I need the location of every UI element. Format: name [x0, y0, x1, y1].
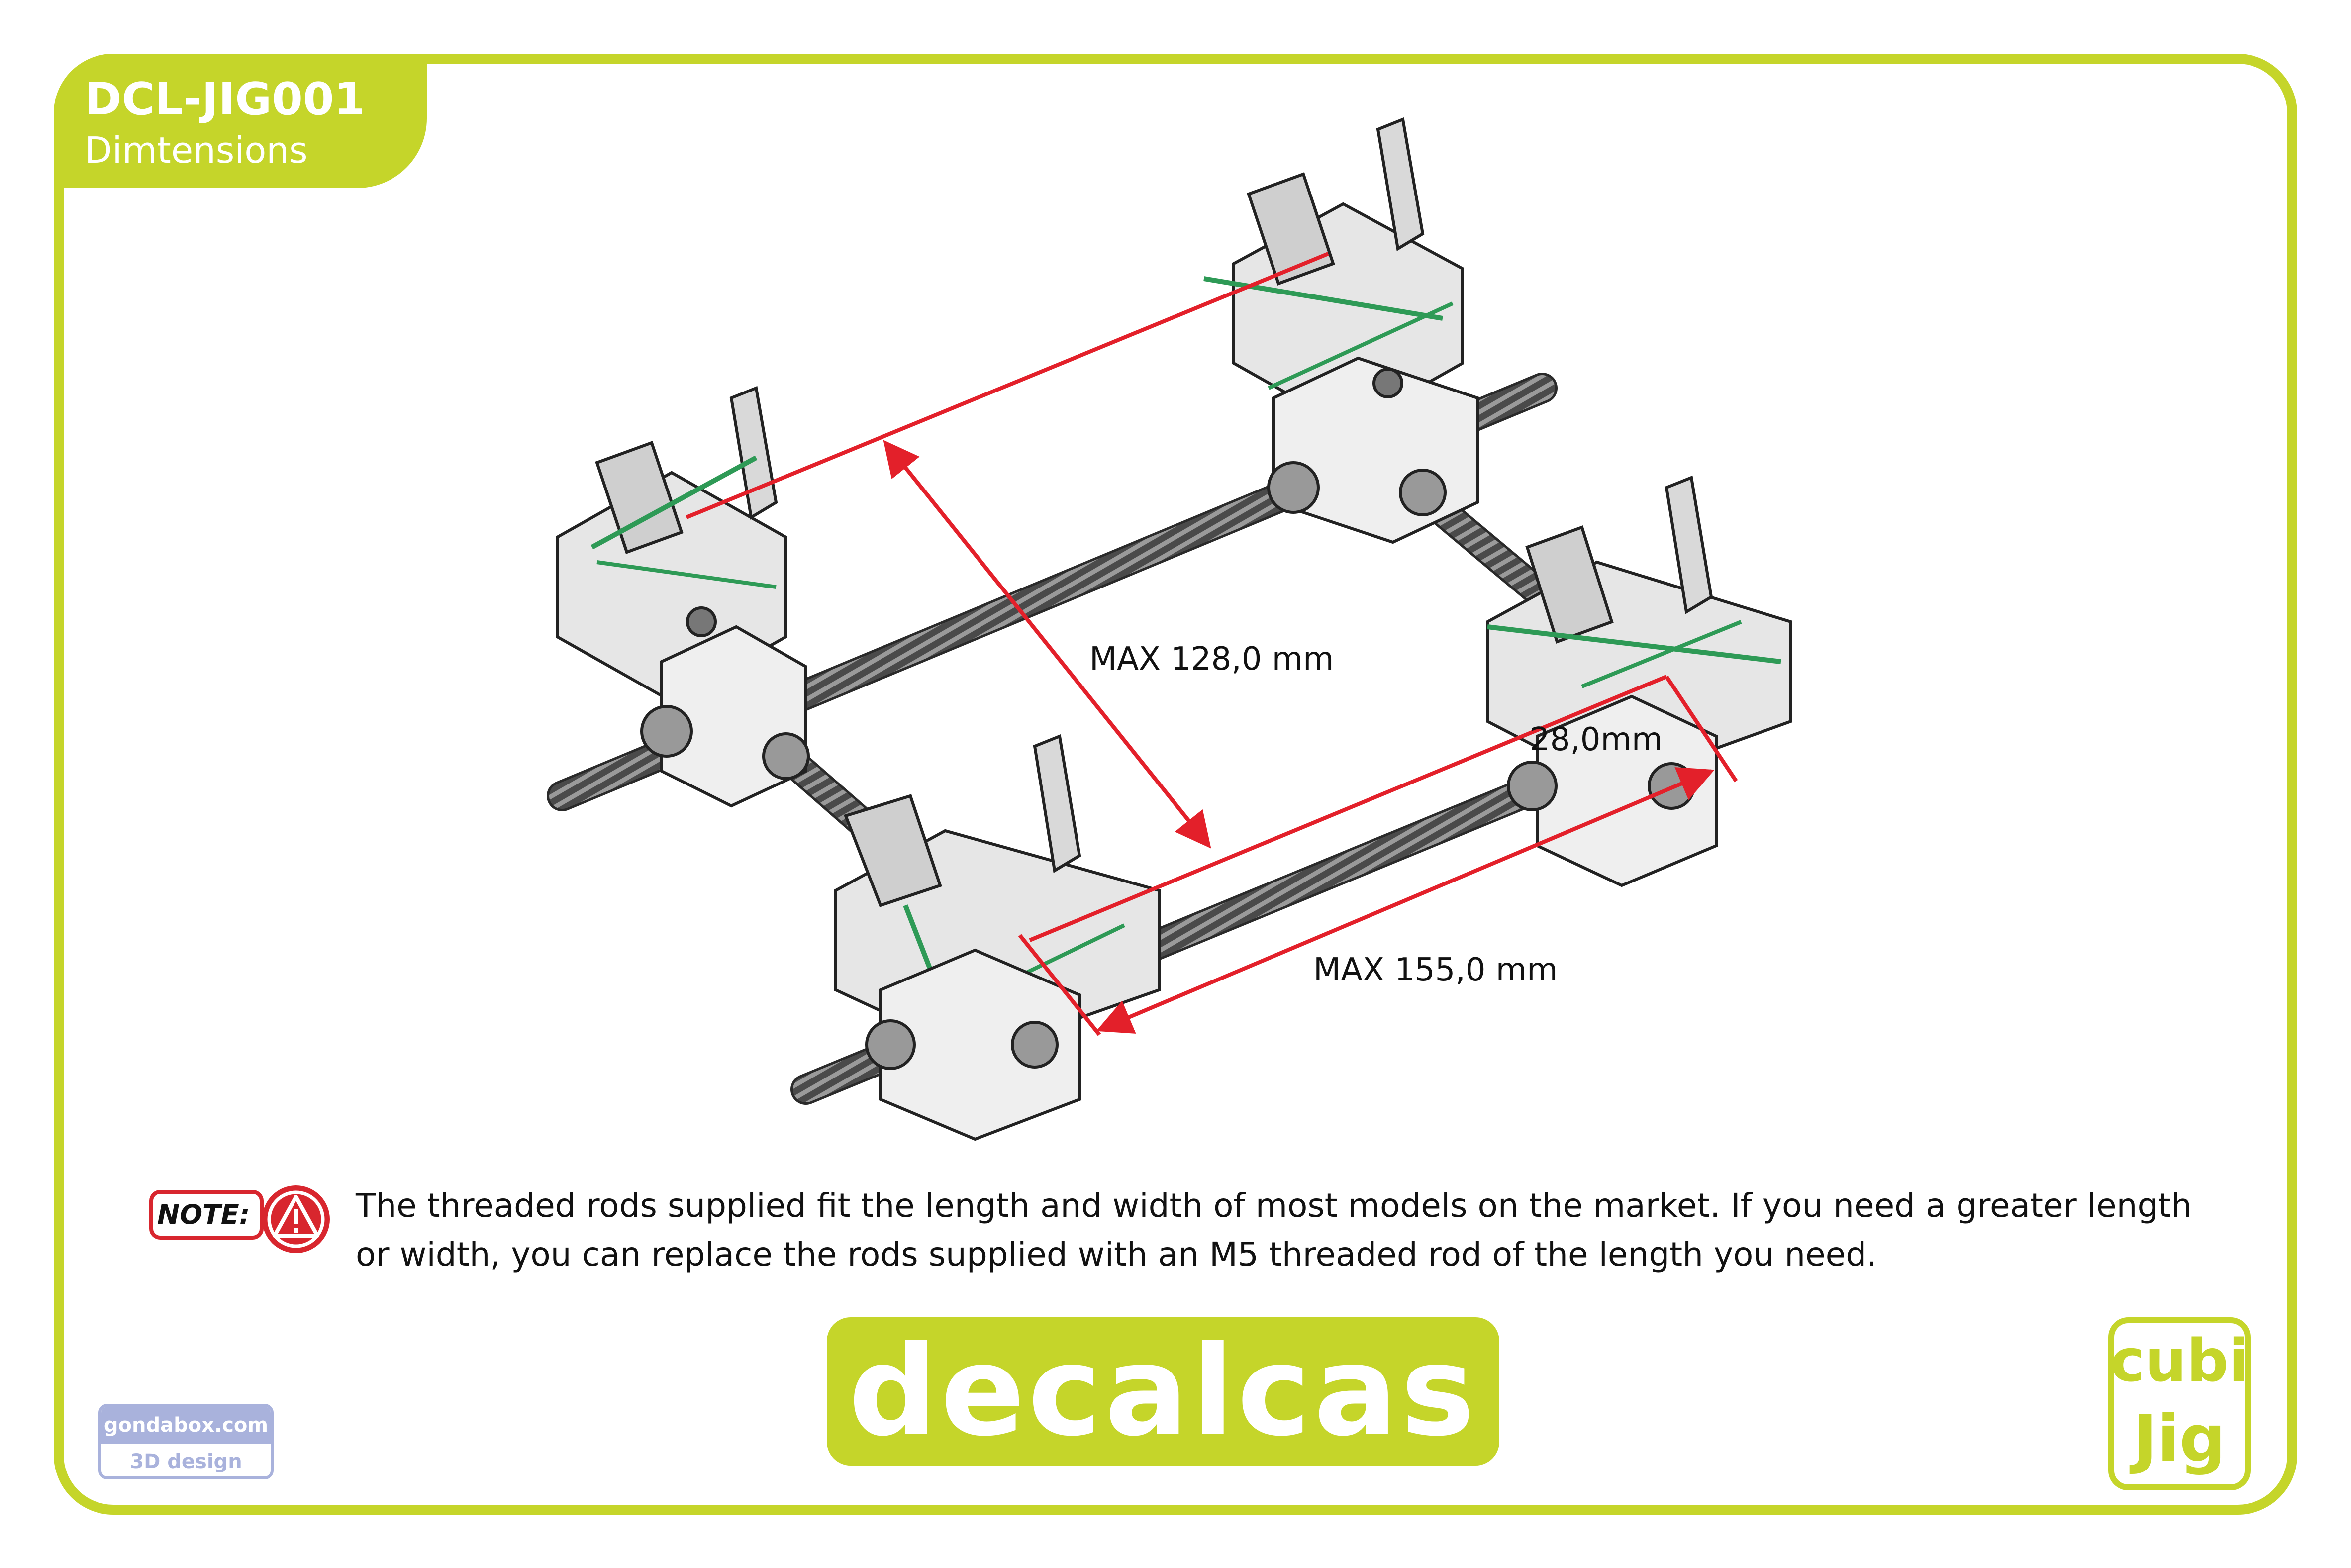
decalcas-logo-text: decalcas: [848, 1319, 1478, 1464]
credit-site: gondabox.com: [101, 1407, 271, 1444]
clamp-front-left: [834, 734, 1161, 1141]
cubijig-logo-bottom: Jig: [2133, 1401, 2226, 1476]
gondabox-credit: gondabox.com 3D design: [98, 1404, 274, 1479]
dimension-label-length: MAX 155,0 mm: [1313, 952, 1558, 988]
cubijig-logo: [2108, 1317, 2251, 1490]
clamp-back-left: [556, 386, 810, 808]
clamp-back-right: [1203, 117, 1479, 544]
product-code: DCL-JIG001: [85, 73, 366, 125]
warning-icon: [262, 1185, 330, 1253]
note-badge: [149, 1190, 264, 1240]
cubijig-logo-top: cubi: [2110, 1326, 2249, 1395]
dimension-label-depth: 28,0mm: [1530, 721, 1663, 758]
note-text: The threaded rods supplied fit the lengt…: [356, 1186, 2192, 1274]
dimension-label-width: MAX 128,0 mm: [1089, 641, 1334, 678]
page-subtitle: Dimtensions: [85, 129, 308, 171]
header-tab: [54, 54, 427, 188]
dimension-width: [686, 252, 1667, 942]
clamp-front-right: [1486, 475, 1792, 887]
dimension-length: [1018, 767, 1715, 1036]
dimension-depth: [1665, 675, 1738, 783]
note-label: NOTE:: [157, 1199, 250, 1230]
decalcas-logo: [827, 1317, 1499, 1466]
credit-role: 3D design: [130, 1450, 242, 1473]
